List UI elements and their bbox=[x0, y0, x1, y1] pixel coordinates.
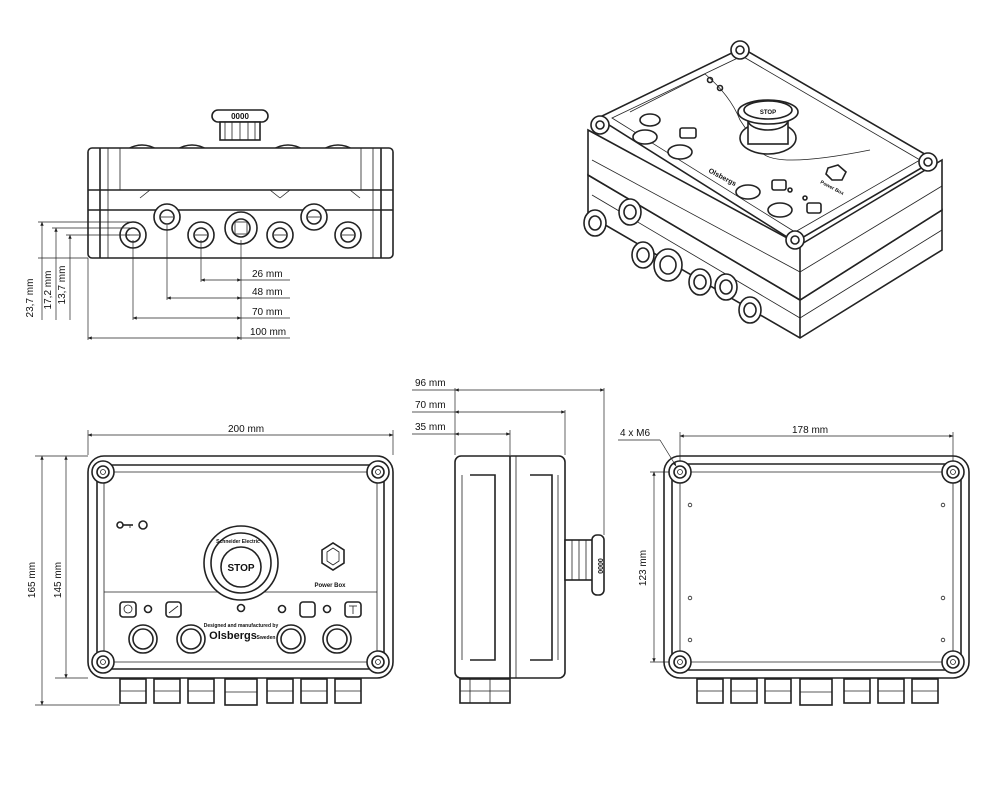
front-view: STOP Schneider Electric Power Box Design… bbox=[27, 424, 394, 706]
dim-front-width: 200 mm bbox=[228, 424, 264, 435]
key-icon bbox=[116, 521, 133, 529]
dim-front-inner: 145 mm bbox=[53, 562, 64, 598]
push-button-3[interactable] bbox=[276, 624, 306, 654]
side-view: 0000 96 mm 70 mm 35 mm bbox=[412, 378, 605, 704]
back-glands bbox=[696, 678, 939, 706]
product-label: Power Box bbox=[314, 583, 346, 589]
dim-back-holes: 4 x M6 bbox=[620, 428, 650, 439]
front-glands bbox=[119, 678, 362, 706]
designed-label: Designed and manufactured by bbox=[204, 623, 279, 629]
hand-icon bbox=[299, 601, 316, 618]
power-box-logo: Power Box bbox=[314, 542, 346, 589]
top-view: 0000 bbox=[25, 109, 394, 340]
dim-h1: 23,7 mm bbox=[25, 279, 36, 318]
top-view-glands bbox=[119, 203, 362, 249]
country-label: Sweden bbox=[257, 635, 276, 641]
dim-d4: 100 mm bbox=[250, 327, 286, 338]
dim-d2: 48 mm bbox=[252, 287, 283, 298]
push-button-2[interactable] bbox=[176, 624, 206, 654]
back-view: 178 mm 123 mm 4 x M6 bbox=[618, 425, 970, 706]
dim-d3: 70 mm bbox=[252, 307, 283, 318]
push-button-1[interactable] bbox=[128, 624, 158, 654]
brand-label: Olsbergs bbox=[209, 630, 257, 642]
push-button-4[interactable] bbox=[322, 624, 352, 654]
dim-side-96: 96 mm bbox=[415, 378, 446, 389]
dim-h3: 13,7 mm bbox=[57, 266, 68, 305]
iso-glands bbox=[583, 198, 762, 324]
dim-back-123: 123 mm bbox=[638, 550, 649, 586]
dim-side-70: 70 mm bbox=[415, 400, 446, 411]
dim-back-178: 178 mm bbox=[792, 425, 828, 436]
svg-text:0000: 0000 bbox=[596, 558, 603, 574]
status-lamp bbox=[138, 520, 148, 530]
estop-button[interactable]: STOP Schneider Electric bbox=[203, 525, 279, 601]
svg-text:0000: 0000 bbox=[231, 112, 249, 121]
isometric-view: STOP Olsbergs Power Box bbox=[583, 40, 943, 339]
dim-d1: 26 mm bbox=[252, 269, 283, 280]
dim-h2: 17,2 mm bbox=[43, 271, 54, 310]
stop-maker-label: Schneider Electric bbox=[216, 539, 260, 545]
power-icon bbox=[119, 601, 137, 618]
dim-front-height: 165 mm bbox=[27, 562, 38, 598]
dim-side-35: 35 mm bbox=[415, 422, 446, 433]
back-body bbox=[663, 455, 970, 679]
iso-stop-label: STOP bbox=[760, 110, 776, 116]
stop-label: STOP bbox=[227, 563, 254, 574]
